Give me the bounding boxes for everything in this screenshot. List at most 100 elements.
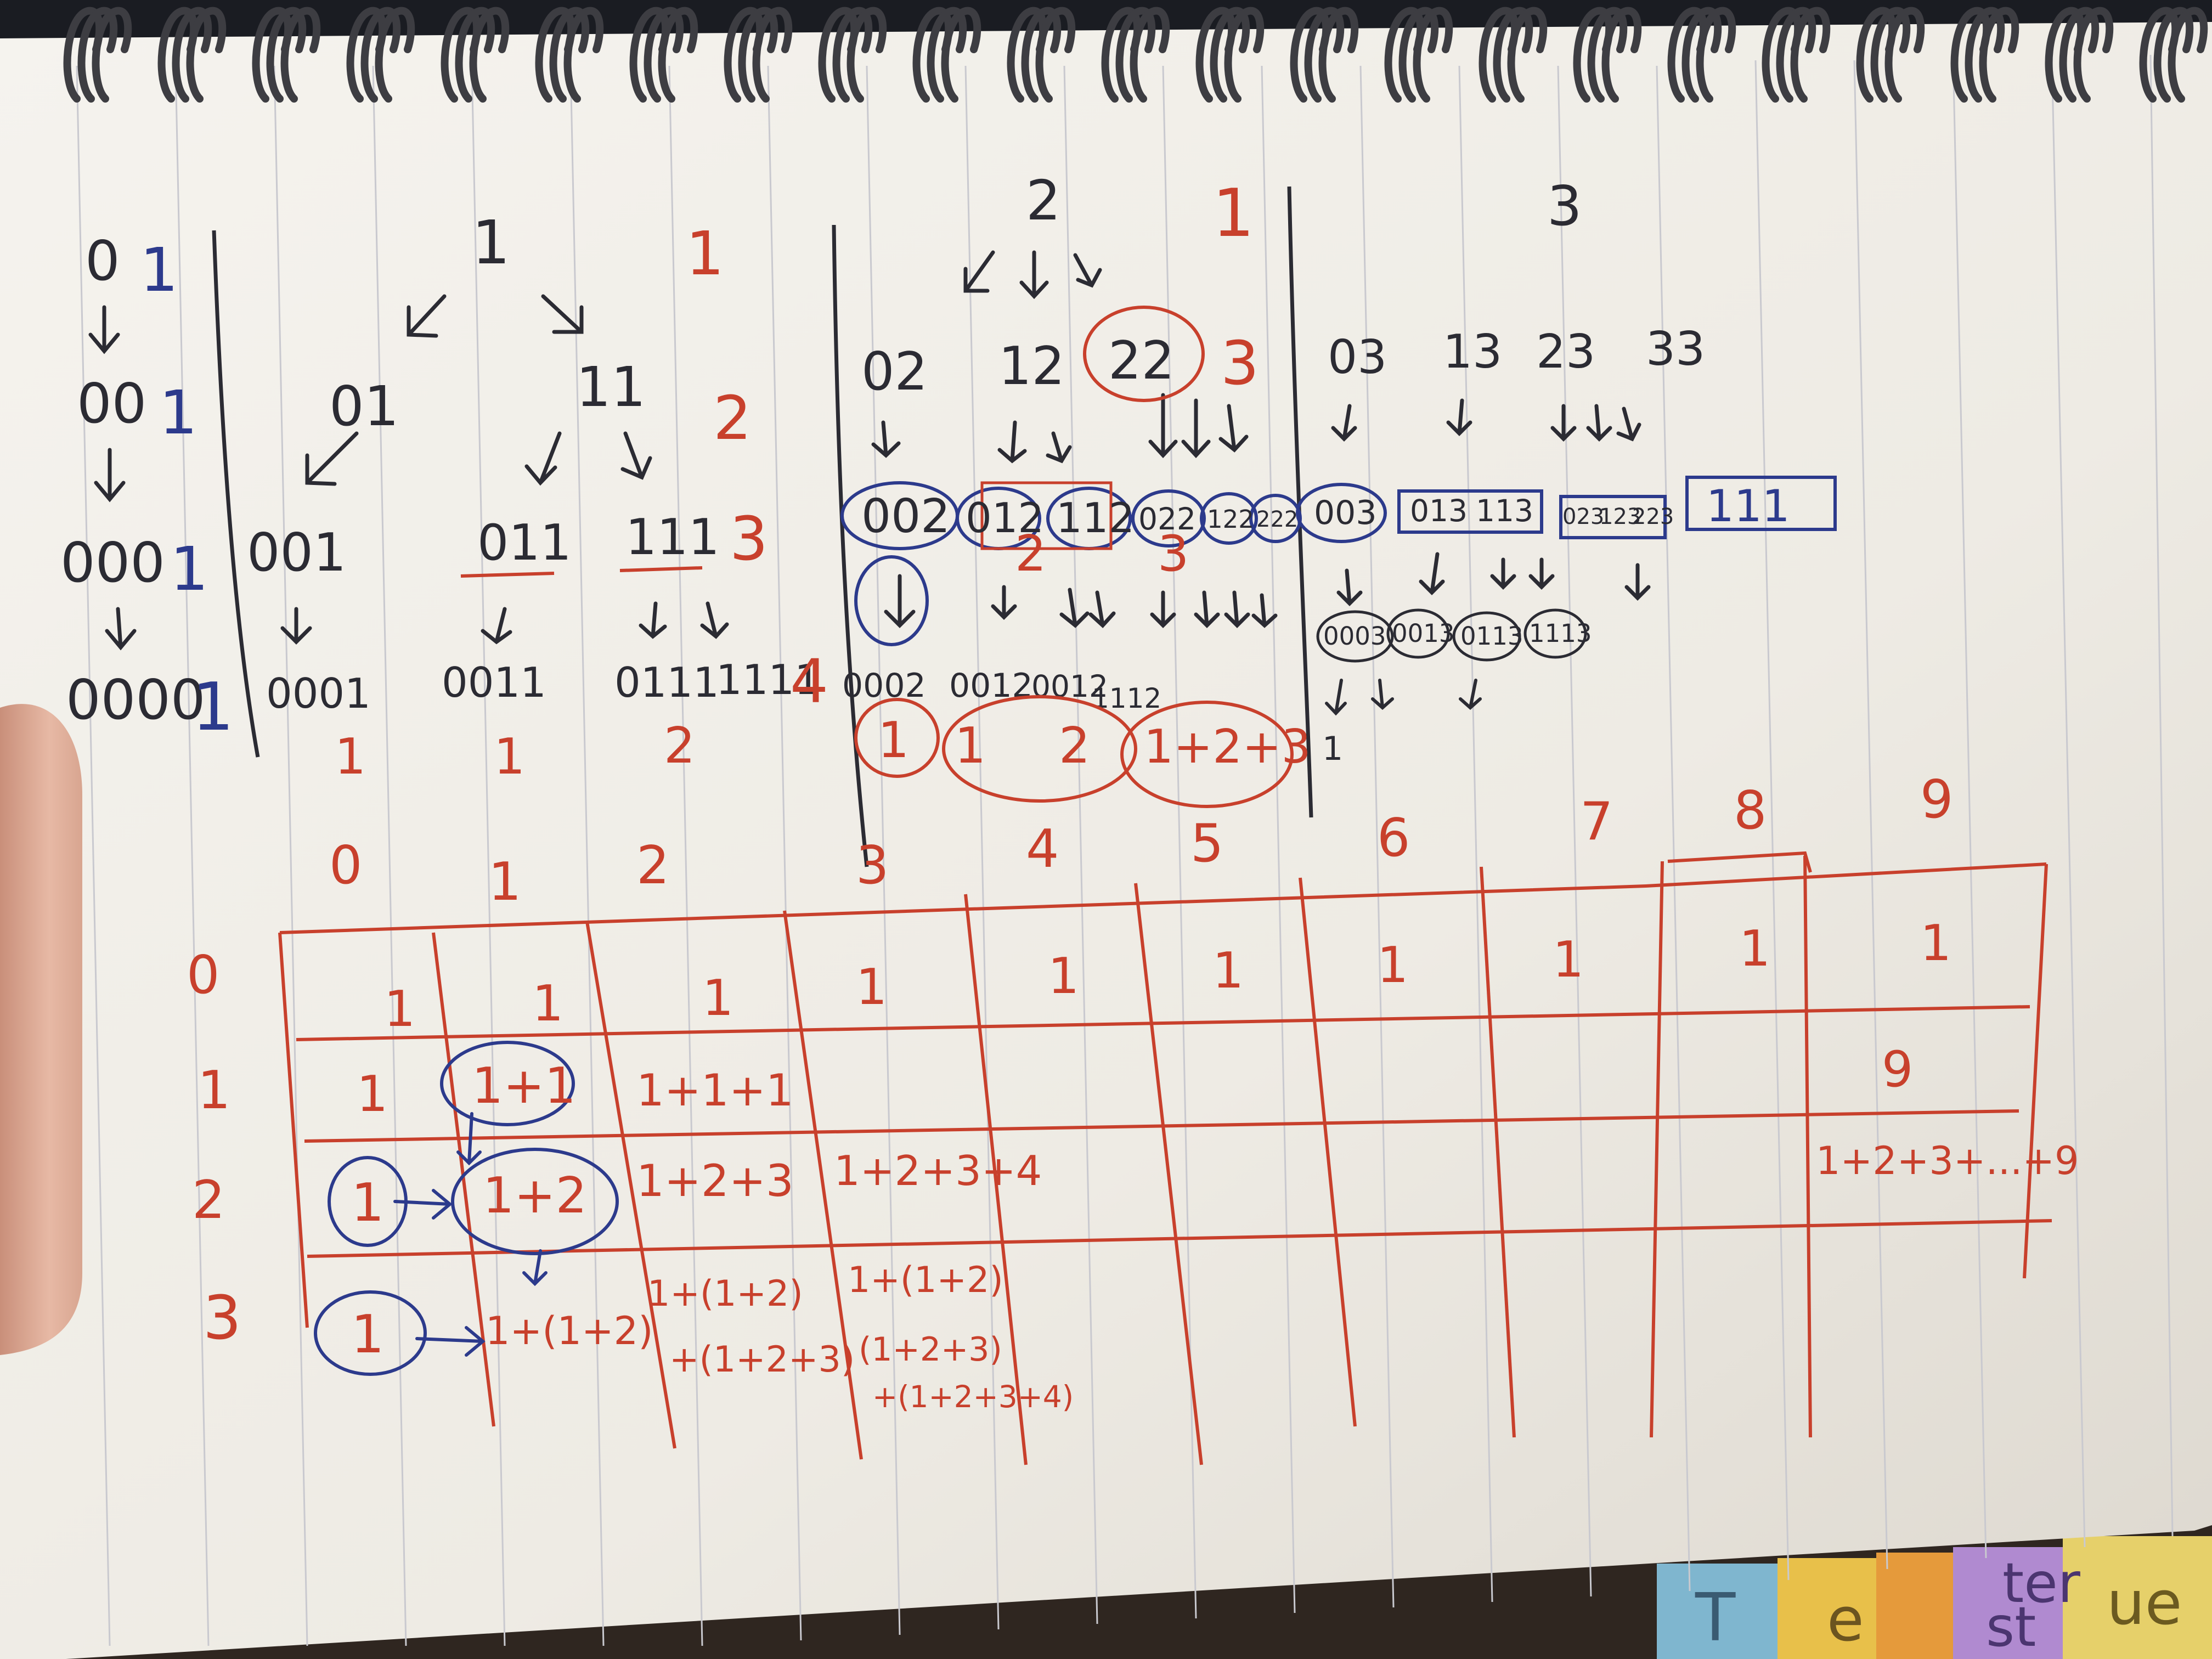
spiral-coil <box>280 7 321 103</box>
spiral-coil <box>1601 7 1642 103</box>
spiral-coil <box>1021 7 1062 103</box>
s3-level2-2: 113 <box>1476 493 1533 528</box>
s1-level3-0: 0001 <box>266 669 371 718</box>
s1-stack-arrows <box>88 305 137 651</box>
s2-level2-3: 022 <box>1138 501 1196 537</box>
spiral-coil <box>1130 7 1170 103</box>
col-header-4: 4 <box>1026 819 1059 879</box>
col-header-6: 6 <box>1377 808 1410 868</box>
s3-level1-0: 03 <box>1328 330 1387 385</box>
s3-level2-5: 223 <box>1632 504 1674 529</box>
s1-stack-2-black: 000 <box>60 531 165 595</box>
table-grid <box>278 851 2052 1465</box>
s1-level1-1: 11 <box>576 355 646 419</box>
dp-table: 0 1 2 3 4 5 6 7 8 9 0 1 2 3 1 1 1 1 1 1 … <box>187 770 2079 1465</box>
s1-level3-red: 4 <box>790 646 828 716</box>
row2-cell-9: 1+2+3+...+9 <box>1816 1138 2079 1183</box>
s3-level3-1: 0013 <box>1392 619 1455 648</box>
tab-lightyellow <box>2063 1536 2212 1659</box>
s3-level3-3: 1113 <box>1529 619 1592 648</box>
row0-cell-5: 1 <box>1212 942 1244 1000</box>
s3-level1-3: 33 <box>1646 322 1705 376</box>
col-header-5: 5 <box>1190 814 1223 874</box>
s2-level2-red-1: 3 <box>1158 525 1189 583</box>
spiral-coil <box>2073 7 2114 103</box>
spiral-coil <box>658 7 698 103</box>
sticky-tabs: T e ter st ue <box>1657 1536 2212 1659</box>
col-header-7: 7 <box>1580 792 1613 852</box>
s3-arrows-2 <box>1336 552 1651 606</box>
s3-level2-4: 123 <box>1599 504 1641 529</box>
col-header-3: 3 <box>856 836 889 896</box>
s3-level1-2: 23 <box>1536 325 1595 379</box>
spiral-coil <box>469 7 510 103</box>
spiral-coil <box>1224 7 1265 103</box>
col-header-2: 2 <box>636 836 669 896</box>
s1-stack-2-blue: 1 <box>170 534 208 604</box>
row2-circle-b <box>451 1148 619 1255</box>
spiral-coil <box>92 7 132 103</box>
row3-cell-3a: 1+(1+2) <box>848 1260 1003 1301</box>
s2-circle-22 <box>1083 306 1205 402</box>
section-one: 0 1 00 1 000 1 0000 1 1 1 01 11 2 001 <box>60 207 828 786</box>
s1-underline-011 <box>460 572 555 578</box>
s1-level1-0: 01 <box>329 374 399 438</box>
spiral-coil <box>1493 7 1533 103</box>
s3-level3-2: 0113 <box>1460 622 1523 651</box>
spiral-coil <box>1776 7 1816 103</box>
s3-arrows-1 <box>1331 398 1641 442</box>
s1-level2-0: 001 <box>247 523 346 583</box>
row0-cell-7: 1 <box>1553 931 1584 989</box>
row0-cell-2: 1 <box>702 969 733 1027</box>
s1-stack-1-black: 00 <box>77 371 146 436</box>
s3-arrows-3 <box>1325 679 1482 716</box>
s1-count-1: 1 <box>494 728 525 786</box>
spiral-coil <box>1210 7 1250 103</box>
s3-level1-1: 13 <box>1443 325 1502 379</box>
s3-level3-ovals <box>1316 608 1587 663</box>
s2-level2-1: 012 <box>966 494 1044 542</box>
s2-red-box <box>980 481 1113 550</box>
s2-branch-arrows <box>871 250 1249 464</box>
s2-top-red: 1 <box>1212 176 1254 252</box>
spiral-coil <box>1304 7 1345 103</box>
s1-stack-3-black: 0000 <box>66 668 206 732</box>
spiral-coil <box>1681 7 1722 103</box>
s1-level1-red: 2 <box>713 383 752 453</box>
spiral-coil <box>2059 7 2100 103</box>
row2-cell-3: 1+2+3+4 <box>834 1147 1042 1195</box>
spiral-coil <box>752 7 793 103</box>
spiral-coil <box>738 7 778 103</box>
s1-level3-1: 0011 <box>442 658 546 707</box>
row-header-2: 2 <box>192 1170 225 1231</box>
row2-cell-1: 1+2 <box>483 1167 587 1224</box>
col-header-0: 0 <box>329 836 362 896</box>
s2-count-1: 1 <box>955 717 986 775</box>
tab-blue <box>1657 1564 1799 1659</box>
s3-level2-shapes <box>1296 476 1837 543</box>
spiral-coil <box>927 7 967 103</box>
s1-underline-111 <box>619 566 703 572</box>
row-header-1: 1 <box>198 1060 230 1121</box>
s1-top-red: 1 <box>686 218 724 289</box>
spiral-coil <box>172 7 212 103</box>
spiral-coil <box>1413 7 1453 103</box>
tab-label-e: e <box>1827 1584 1864 1655</box>
spiral-coil <box>1507 7 1548 103</box>
s2-divider-left <box>832 224 869 867</box>
s1-level3-3: 1111 <box>716 656 821 704</box>
col-header-9: 9 <box>1920 770 1953 830</box>
s1-count-0: 1 <box>335 728 366 786</box>
s3-level2-1: 013 <box>1410 493 1468 528</box>
s2-level2-4: 122 <box>1207 505 1254 534</box>
spiral-coil <box>563 7 604 103</box>
tab-label-ue: ue <box>2107 1568 2182 1638</box>
spiral-coil <box>1035 7 1076 103</box>
tab-label-st: st <box>1986 1595 2036 1659</box>
s1-level3-2: 0111 <box>614 658 719 707</box>
tab-label-t: T <box>1695 1580 1736 1656</box>
row3-cell-3b: (1+2+3) <box>859 1330 1002 1369</box>
s2-divider-right <box>1287 186 1313 818</box>
spiral-coil <box>360 7 401 103</box>
